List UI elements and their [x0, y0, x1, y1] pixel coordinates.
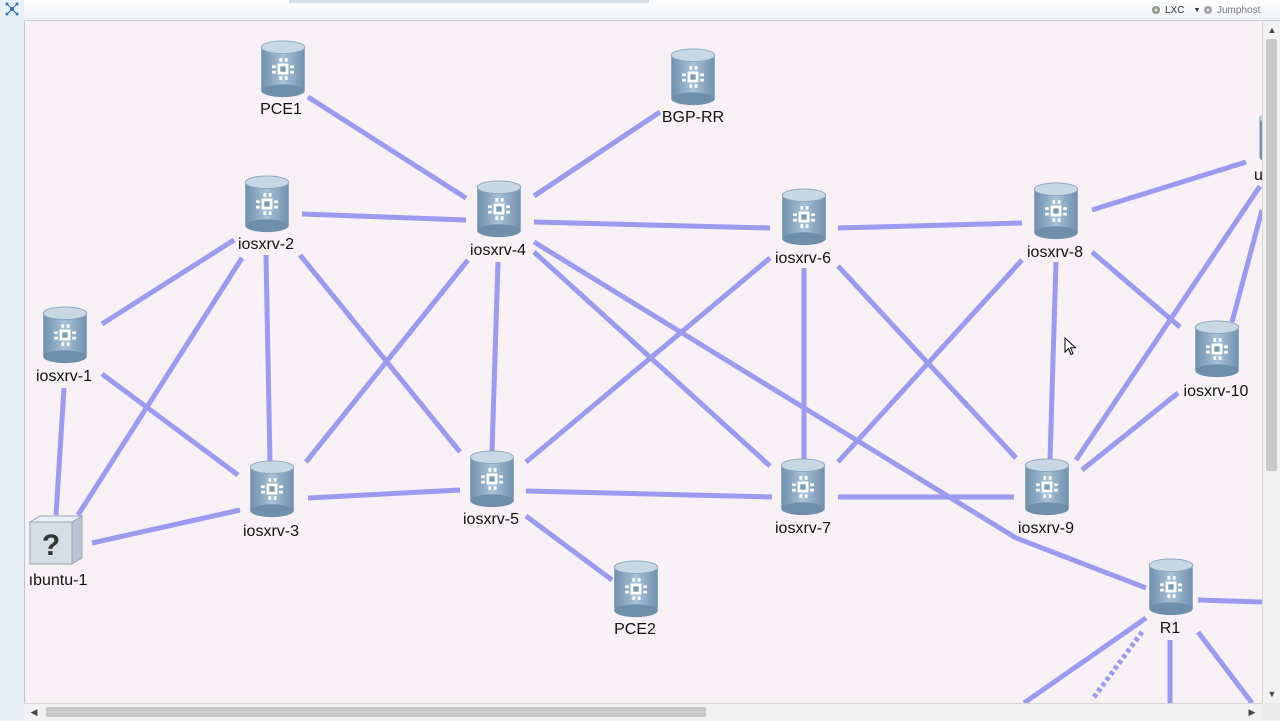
router-icon-iosxrv-3[interactable] — [249, 460, 295, 518]
nodes: ? — [28, 40, 1262, 618]
node-label-ubuntu-1: ıbuntu-1 — [28, 572, 88, 589]
router-icon-bgp-rr[interactable] — [670, 48, 716, 106]
links — [53, 94, 1262, 703]
link-bgprr-iosxrv-4[interactable] — [532, 109, 662, 199]
chevron-down-icon: ▼ — [1193, 6, 1201, 14]
topology-graph: ? — [28, 40, 1262, 703]
link-iosxrv-2-iosxrv-4[interactable] — [301, 211, 467, 223]
router-icon-pce2[interactable] — [613, 560, 659, 618]
link-iosxrv-4-r1[interactable] — [1015, 535, 1147, 591]
link-iosxrv-5-pce2[interactable] — [524, 513, 614, 583]
link-iosxrv-2-ubuntu-1[interactable] — [75, 256, 245, 517]
link-iosxrv-3-iosxrv-4[interactable] — [304, 258, 470, 464]
link-iosxrv-1-iosxrv-3[interactable] — [100, 371, 240, 478]
link-iosxrv-4-iosxrv-6[interactable] — [533, 219, 771, 231]
vertical-scroll-thumb[interactable] — [1266, 39, 1277, 471]
link-iosxrv-1-iosxrv-2[interactable] — [100, 237, 236, 327]
vertical-scrollbar[interactable]: ▲ ▼ — [1262, 21, 1280, 703]
router-icon-iosxrv-4[interactable] — [476, 180, 522, 238]
link-iosxrv-4-iosxrv-5[interactable] — [489, 261, 501, 453]
node-label-iosxrv-7: iosxrv-7 — [774, 520, 832, 537]
node-label-iosxrv-4: iosxrv-4 — [469, 242, 527, 259]
node-label-iosxrv-5: iosxrv-5 — [462, 511, 520, 528]
link-r1-southeast[interactable] — [1196, 630, 1254, 703]
router-icon-iosxrv-2[interactable] — [244, 175, 290, 233]
router-icon-iosxrv-8[interactable] — [1033, 182, 1079, 240]
node-label-iosxrv-8: iosxrv-8 — [1026, 244, 1084, 261]
scroll-down-arrow-icon[interactable]: ▼ — [1267, 689, 1277, 699]
horizontal-scrollbar[interactable]: ◀ ▶ — [24, 703, 1262, 721]
router-icon-r1[interactable] — [1148, 558, 1194, 616]
node-label-ub-partial: ub — [1254, 167, 1262, 184]
link-r1-dashed[interactable] — [1089, 630, 1145, 702]
topology-app-icon[interactable] — [4, 1, 20, 17]
horizontal-scroll-thumb[interactable] — [46, 707, 706, 717]
link-iosxrv-7-iosxrv-8[interactable] — [836, 258, 1024, 464]
mouse-cursor-icon — [1064, 337, 1077, 356]
question-mark-icon: ? — [42, 529, 60, 562]
link-iosxrv-5-iosxrv-7[interactable] — [525, 488, 773, 500]
router-icon-iosxrv-6[interactable] — [781, 188, 827, 246]
node-label-pce2: PCE2 — [614, 621, 656, 638]
router-icon-iosxrv-9[interactable] — [1024, 458, 1070, 516]
link-iosxrv-10-ub[interactable] — [1229, 209, 1262, 323]
router-icon-iosxrv-5[interactable] — [469, 450, 515, 508]
link-r1-southwest[interactable] — [1022, 615, 1148, 703]
unknown-host-icon-ubuntu-1[interactable]: ? — [28, 515, 84, 565]
router-icon-iosxrv-1[interactable] — [42, 306, 88, 364]
lxc-icon — [1152, 6, 1160, 14]
scrollbar-corner — [1262, 703, 1280, 720]
link-iosxrv-6-iosxrv-8[interactable] — [837, 220, 1023, 231]
left-panel-gutter — [0, 0, 25, 720]
router-icon-pce1[interactable] — [260, 40, 306, 98]
lxc-selector[interactable]: LXC ▼ — [1150, 3, 1200, 17]
node-label-iosxrv-3: iosxrv-3 — [242, 523, 300, 540]
scroll-right-arrow-icon[interactable]: ▶ — [1248, 706, 1256, 717]
link-iosxrv-5-iosxrv-6[interactable] — [524, 256, 772, 464]
link-r1-east[interactable] — [1197, 597, 1262, 605]
node-label-iosxrv-1: iosxrv-1 — [35, 368, 93, 385]
scroll-up-arrow-icon[interactable]: ▲ — [1267, 25, 1277, 35]
node-label-bgp-rr: BGP-RR — [661, 109, 725, 126]
node-label-iosxrv-2: iosxrv-2 — [237, 236, 295, 253]
toolbar-tab-strip — [469, 0, 649, 3]
link-iosxrv-3-iosxrv-5[interactable] — [307, 487, 461, 501]
jumphost-icon — [1204, 6, 1212, 14]
lxc-label: LXC — [1165, 4, 1185, 16]
topology-canvas[interactable]: ? PCE1 BGP-RR iosxrv-2 iosxrv-4 iosxrv-6… — [24, 21, 1262, 703]
node-label-iosxrv-9: iosxrv-9 — [1017, 520, 1075, 537]
node-label-iosxrv-6: iosxrv-6 — [774, 250, 832, 267]
link-iosxrv-2-iosxrv-5[interactable] — [298, 253, 462, 454]
link-ubuntu-1-iosxrv-3[interactable] — [91, 507, 241, 546]
jumphost-selector[interactable]: Jumphost — [1202, 3, 1260, 17]
toolbar-tab-strip — [289, 0, 469, 3]
link-iosxrv-1-ubuntu-1[interactable] — [53, 387, 67, 516]
node-label-iosxrv-10: iosxrv-10 — [1183, 383, 1249, 400]
scroll-left-arrow-icon[interactable]: ◀ — [30, 706, 38, 717]
link-iosxrv-8-ub[interactable] — [1091, 159, 1247, 213]
link-iosxrv-2-iosxrv-3[interactable] — [263, 254, 273, 463]
node-label-r1: R1 — [1159, 620, 1181, 637]
link-pce1-iosxrv-4[interactable] — [306, 94, 468, 201]
link-iosxrv-8-iosxrv-9[interactable] — [1047, 261, 1059, 461]
link-iosxrv-4-iosxrv-9[interactable] — [532, 239, 1018, 541]
link-iosxrv-9-ub[interactable] — [1073, 184, 1262, 462]
link-iosxrv-8-iosxrv-10[interactable] — [1090, 250, 1182, 329]
jumphost-label: Jumphost — [1217, 4, 1261, 16]
router-icon-iosxrv-7[interactable] — [780, 458, 826, 516]
top-toolbar: LXC ▼ Jumphost — [24, 0, 1280, 21]
router-icon-iosxrv-10[interactable] — [1194, 320, 1240, 378]
node-label-pce1: PCE1 — [260, 101, 302, 118]
link-iosxrv-9-iosxrv-10[interactable] — [1080, 391, 1180, 472]
